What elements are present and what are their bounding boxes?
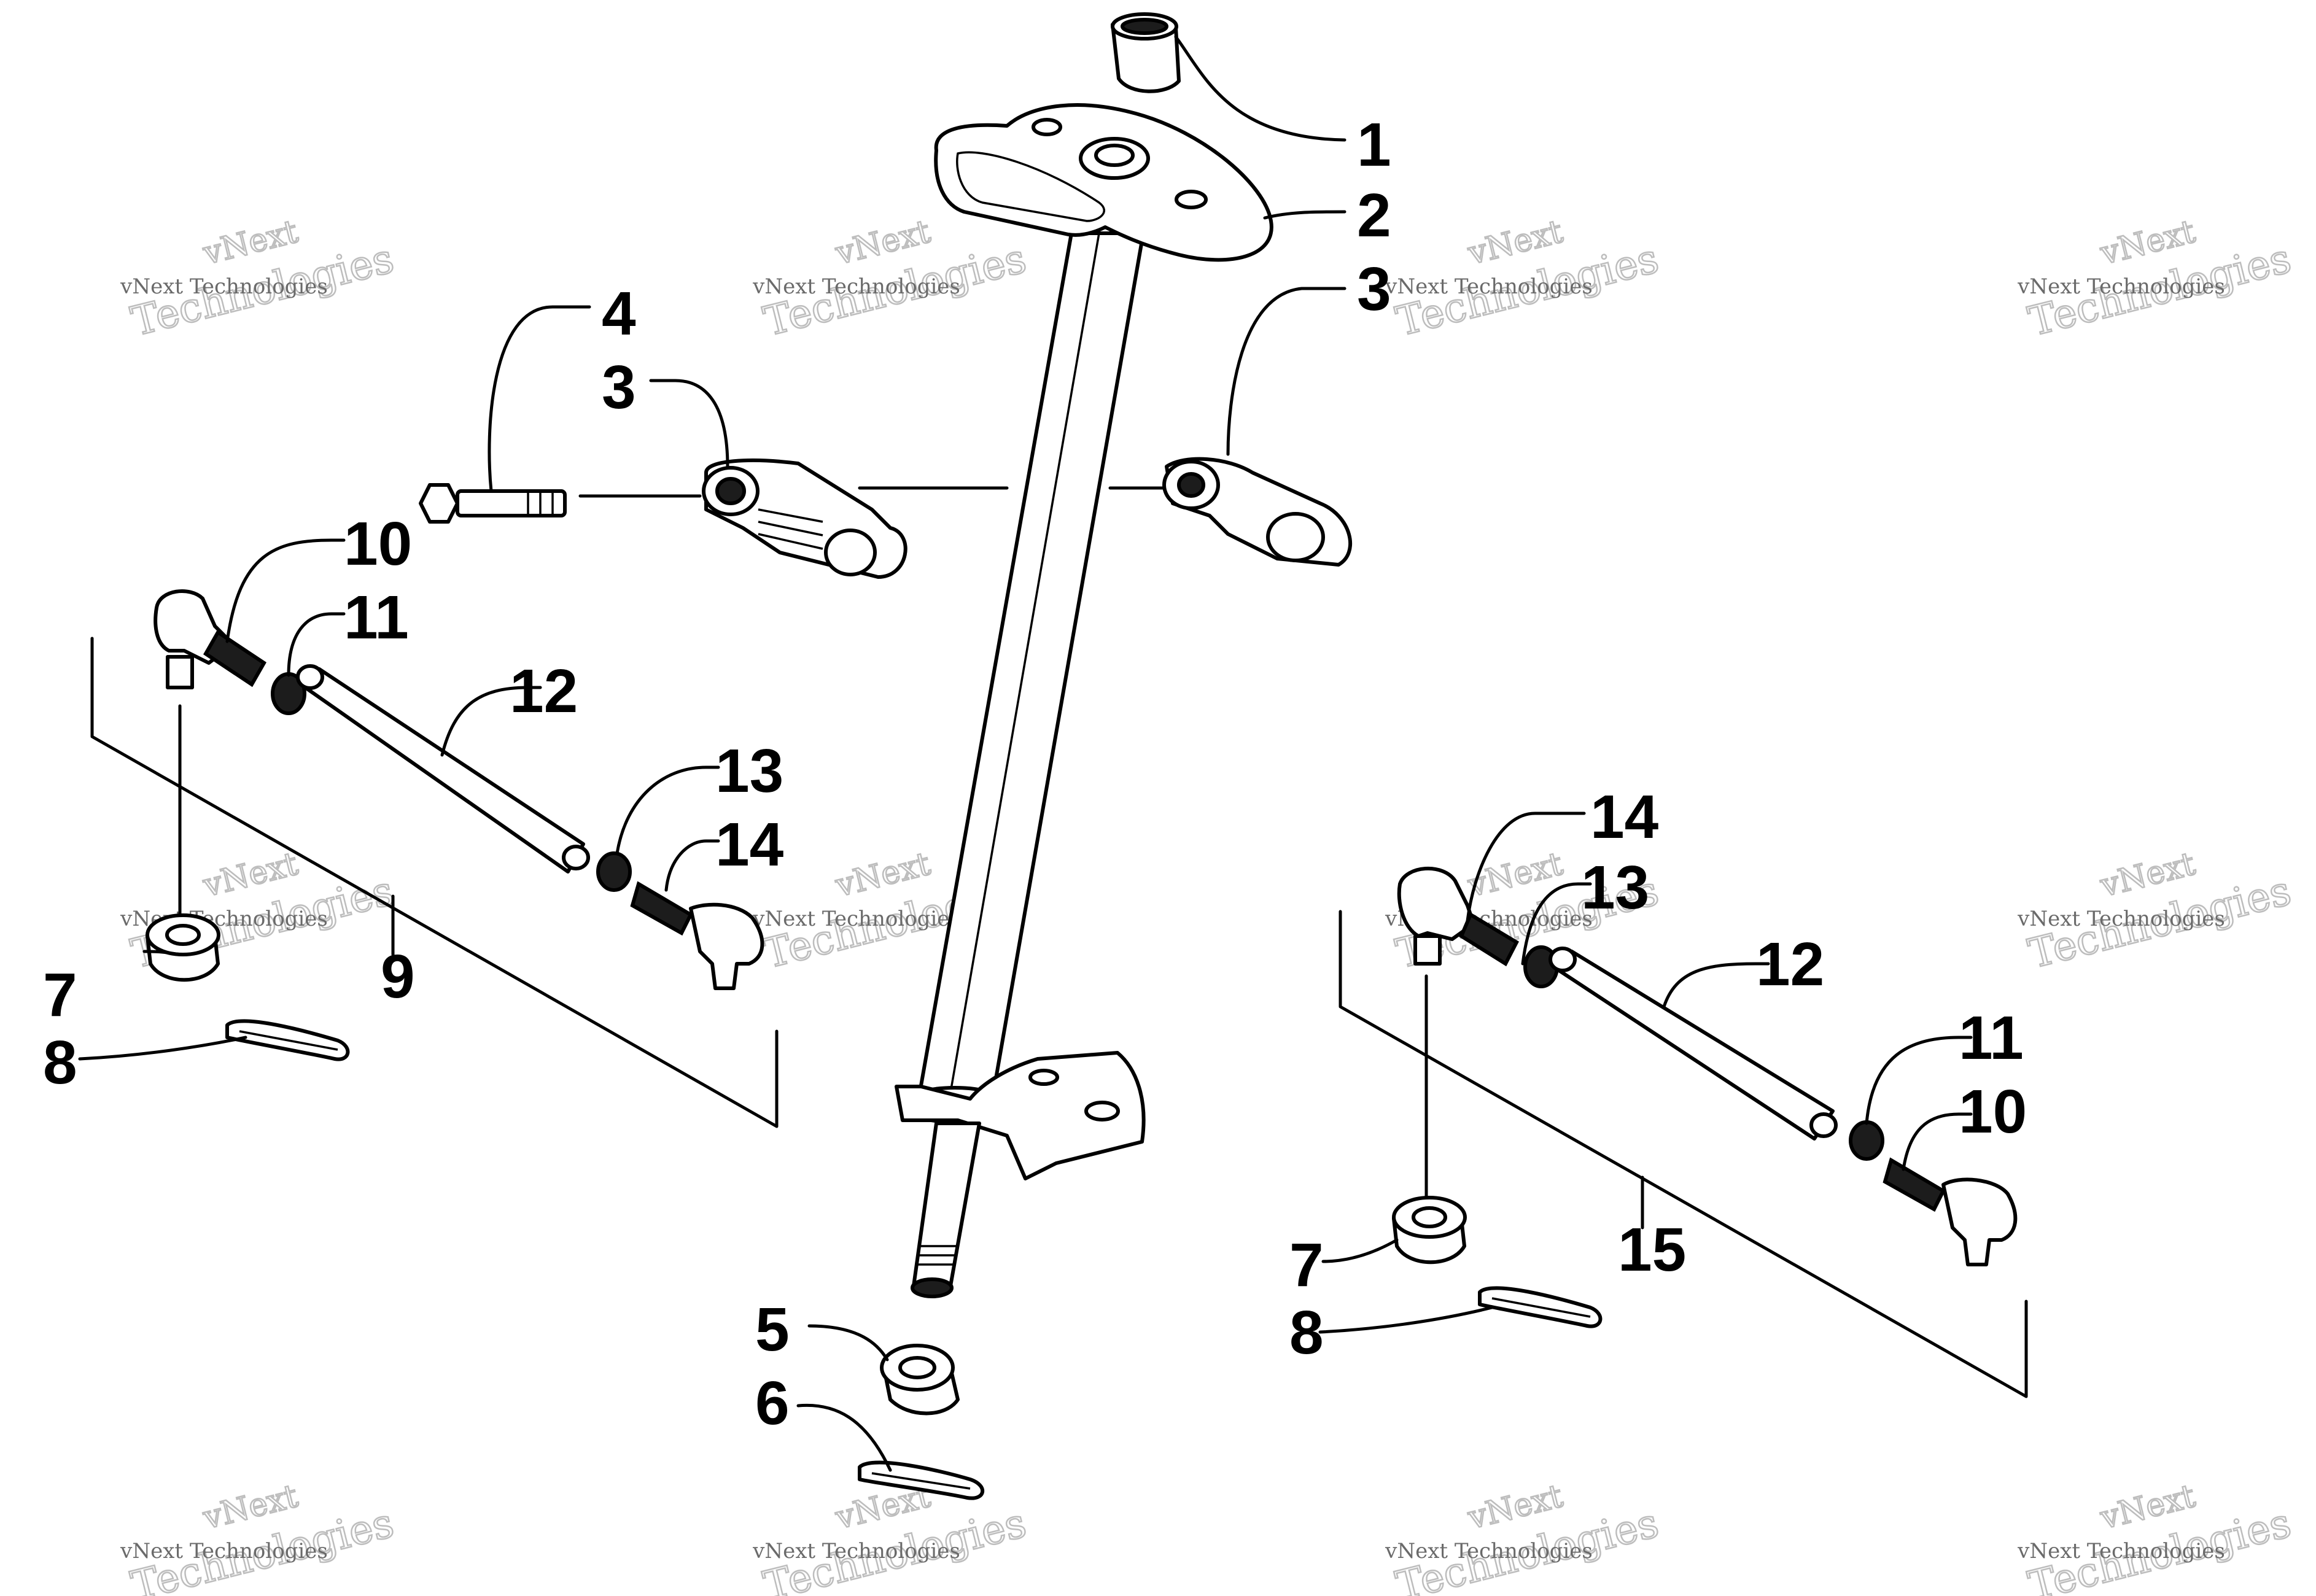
watermark-small-text: vNext Technologies <box>752 907 960 931</box>
callout-11-right: 11 <box>1959 1004 2024 1072</box>
callout-5: 5 <box>755 1295 790 1364</box>
callout-13-left: 13 <box>715 737 783 805</box>
callout-13-right: 13 <box>1581 853 1649 922</box>
callout-12-left: 12 <box>510 657 578 726</box>
leader-lines <box>78 35 1973 1472</box>
watermark-small-text: vNext Technologies <box>1385 1539 1593 1563</box>
watermark-small-text: vNext Technologies <box>752 274 960 299</box>
callout-4: 4 <box>602 279 636 348</box>
watermark-small-text: vNext Technologies <box>2017 274 2225 299</box>
callout-6: 6 <box>755 1369 790 1438</box>
callout-8-left: 8 <box>43 1028 77 1097</box>
callout-10-right: 10 <box>1959 1077 2027 1146</box>
callout-14-right: 14 <box>1590 783 1659 851</box>
callout-3-left: 3 <box>602 353 636 422</box>
nut-part-5 <box>880 1344 960 1416</box>
callout-14-left: 14 <box>715 810 784 879</box>
bushing-part-1 <box>1111 12 1181 93</box>
callout-7-right: 7 <box>1289 1231 1324 1300</box>
callout-2: 2 <box>1357 181 1391 250</box>
callout-1: 1 <box>1357 110 1391 179</box>
tie-rod-assembly-left <box>90 589 779 1128</box>
steering-block-right-part-3 <box>1162 457 1353 567</box>
watermark-small-text: vNext Technologies <box>1385 274 1593 299</box>
watermark-small-text: vNext Technologies <box>120 1539 328 1563</box>
callout-12-right: 12 <box>1756 930 1824 999</box>
watermark-small-text: vNext Technologies <box>120 274 328 299</box>
callout-15: 15 <box>1618 1215 1686 1284</box>
callout-9: 9 <box>381 942 415 1011</box>
callout-7-left: 7 <box>43 961 77 1029</box>
watermark-small-text: vNext Technologies <box>2017 907 2225 931</box>
callout-numbers: 1 2 3 4 3 10 11 12 13 14 7 9 8 5 6 14 13… <box>43 110 2027 1438</box>
watermark-small-text: vNext Technologies <box>2017 1539 2225 1563</box>
steering-block-left-part-3 <box>702 459 907 579</box>
callout-10-left: 10 <box>344 509 412 578</box>
callout-8-right: 8 <box>1289 1298 1324 1367</box>
bolt-part-4 <box>419 483 567 524</box>
callout-11-left: 11 <box>344 583 409 652</box>
callout-3-right: 3 <box>1357 255 1391 323</box>
tie-rod-assembly-right <box>1339 867 2028 1398</box>
watermark-small-text: vNext Technologies <box>752 1539 960 1563</box>
steering-post <box>895 103 1273 1298</box>
